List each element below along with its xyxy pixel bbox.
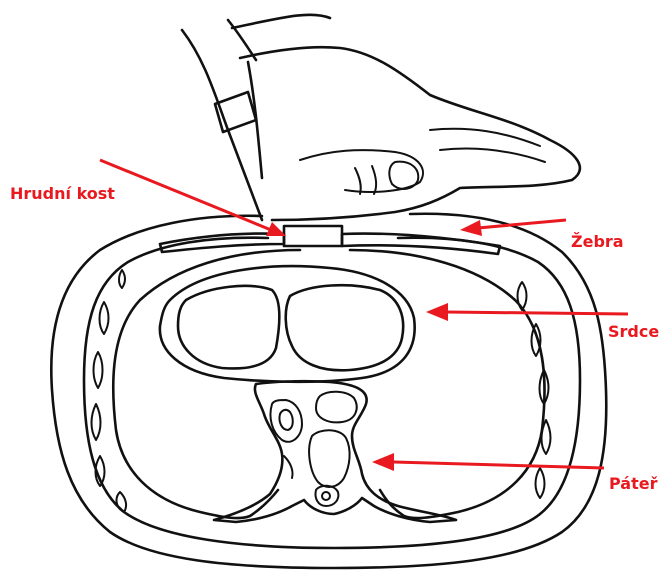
sternum-arrow [100,160,286,236]
spine-label: Páteř [609,474,657,493]
ribs-arrow [460,220,566,236]
ribs [92,233,551,512]
sternum-label: Hrudní kost [10,184,115,203]
spine [214,381,456,522]
heart [160,266,415,382]
heart-label: Srdce [608,322,659,341]
ribs-label: Žebra [571,232,624,251]
spine-arrow [372,453,604,471]
hand-illustration [182,15,580,220]
sternum [284,226,342,246]
thoracic-cavity [113,250,544,518]
